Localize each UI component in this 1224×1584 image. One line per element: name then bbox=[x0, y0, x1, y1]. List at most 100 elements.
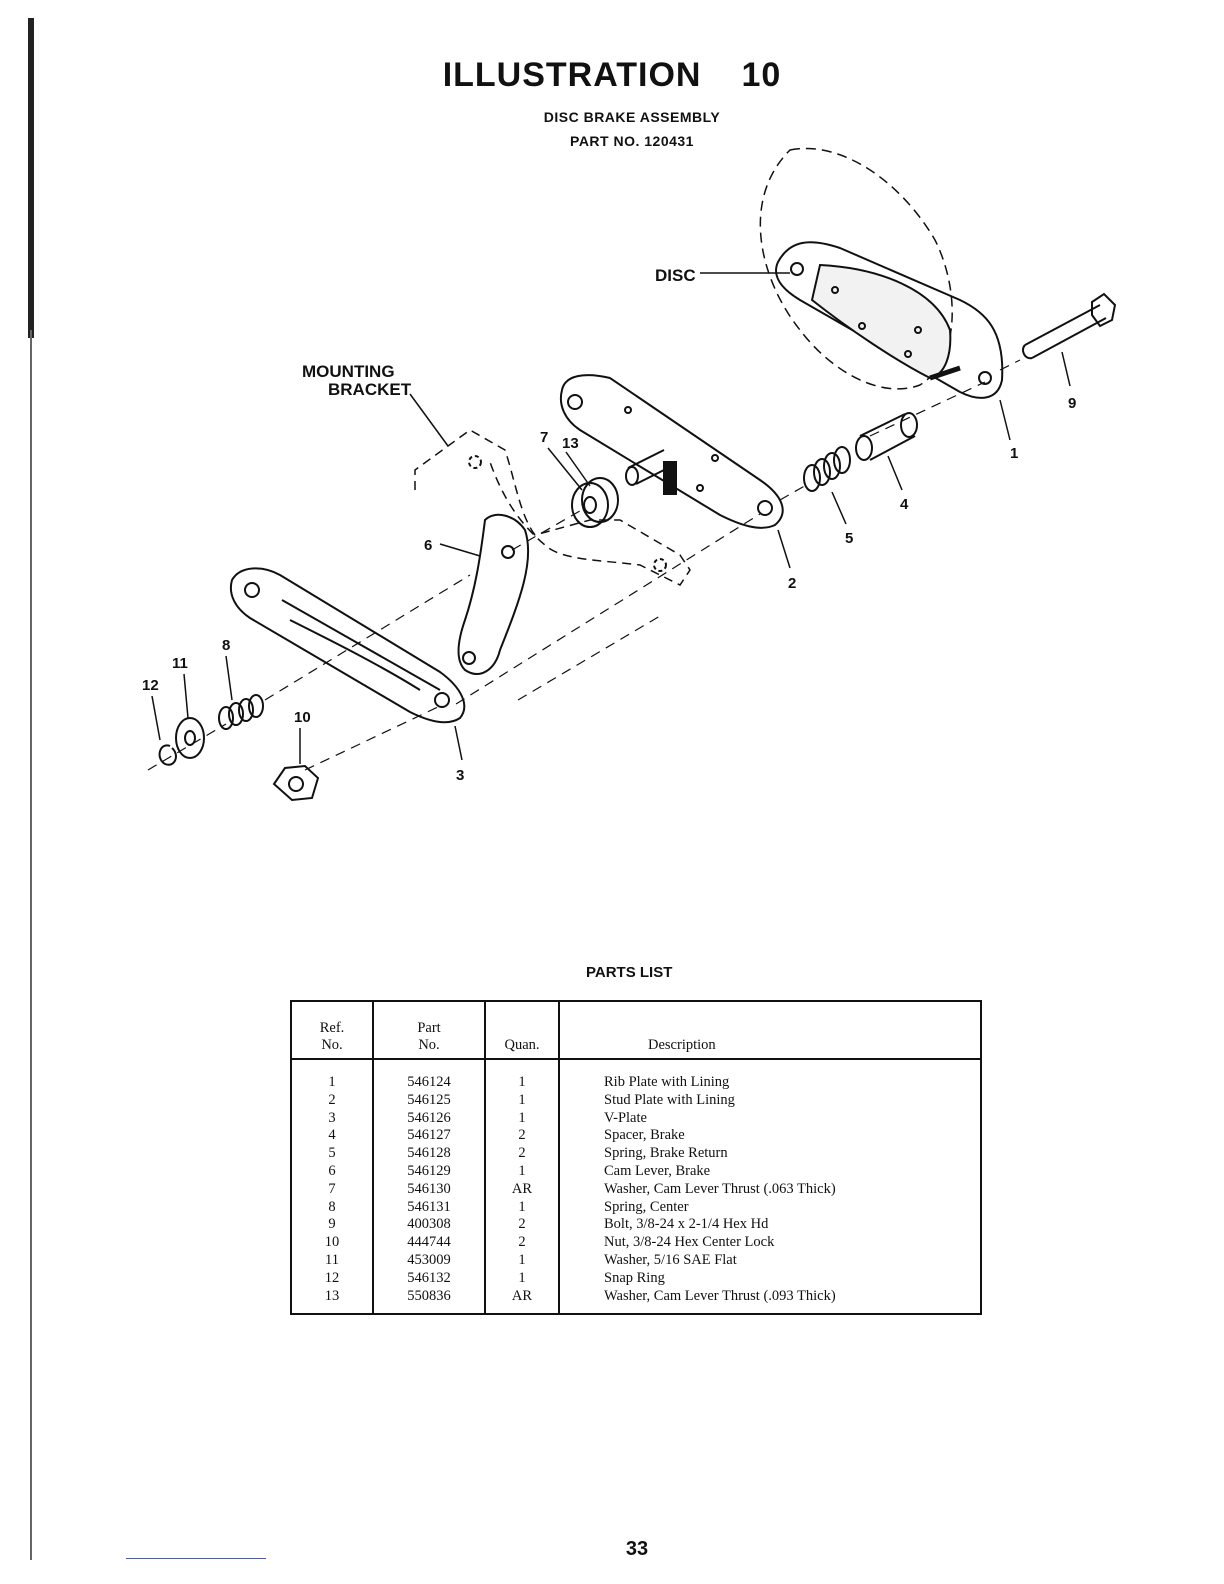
quantity-cell: 2 bbox=[485, 1127, 560, 1146]
col-header-description: Description bbox=[559, 1001, 981, 1060]
part-number-cell: 546132 bbox=[373, 1269, 486, 1288]
ref-cell: 4 bbox=[291, 1127, 374, 1146]
quantity-cell: 1 bbox=[485, 1198, 560, 1217]
description-cell: Cam Lever, Brake bbox=[604, 1162, 711, 1179]
ref-cell: 2 bbox=[291, 1091, 374, 1110]
ref-cell: 10 bbox=[291, 1234, 374, 1252]
callout-9: 9 bbox=[1068, 395, 1076, 412]
footer-rule bbox=[126, 1558, 266, 1559]
return-spring bbox=[803, 446, 851, 492]
rib-plate-lining bbox=[810, 263, 952, 380]
assembly-subtitle: DISC BRAKE ASSEMBLY bbox=[543, 109, 721, 125]
bolt-shank bbox=[1024, 304, 1107, 359]
quantity-cell: 1 bbox=[485, 1269, 560, 1288]
quantity-cell: 1 bbox=[485, 1109, 560, 1128]
quantity-cell: 1 bbox=[485, 1059, 560, 1092]
callout-3: 3 bbox=[456, 767, 464, 784]
callout-6: 6 bbox=[424, 537, 432, 554]
col-header-ref: Ref.No. bbox=[291, 1001, 374, 1060]
snap-ring bbox=[158, 744, 177, 766]
quantity-cell: AR bbox=[485, 1180, 560, 1199]
callout-7: 7 bbox=[540, 429, 548, 446]
description-cell: Stud Plate with Lining bbox=[604, 1091, 735, 1108]
exploded-diagram: DISC MOUNTING BRACKET 1 2 3 4 5 6 7 8 9 … bbox=[142, 147, 1117, 802]
description-cell: Rib Plate with Lining bbox=[604, 1074, 730, 1090]
callout-8: 8 bbox=[222, 637, 230, 654]
col-header-part-line1: Part bbox=[417, 1020, 441, 1036]
ref-cell: 5 bbox=[291, 1145, 374, 1163]
callout-2: 2 bbox=[788, 575, 796, 592]
quantity-cell: 1 bbox=[485, 1091, 560, 1110]
description-cell: Bolt, 3/8-24 x 2-1/4 Hex Hd bbox=[604, 1216, 769, 1233]
quantity-cell: 2 bbox=[485, 1234, 560, 1252]
binding-edge bbox=[28, 18, 34, 338]
ref-cell: 3 bbox=[291, 1109, 374, 1128]
part-number-cell: 546125 bbox=[373, 1091, 486, 1110]
mounting-label-line2: BRACKET bbox=[328, 380, 412, 399]
disc-label: DISC bbox=[655, 266, 696, 285]
ref-cell: 9 bbox=[291, 1216, 374, 1235]
ref-cell: 11 bbox=[291, 1251, 374, 1270]
description-cell: Washer, Cam Lever Thrust (.093 Thick) bbox=[604, 1287, 836, 1304]
part-number-cell: 400308 bbox=[373, 1216, 486, 1235]
description-cell: V-Plate bbox=[604, 1109, 647, 1126]
quantity-cell: AR bbox=[485, 1287, 560, 1315]
col-header-ref-line1: Ref. bbox=[319, 1020, 345, 1036]
ref-cell: 1 bbox=[291, 1059, 374, 1092]
description-cell: Snap Ring bbox=[604, 1269, 665, 1286]
description-cell: Washer, Cam Lever Thrust (.063 Thick) bbox=[604, 1180, 836, 1197]
v-plate-outline bbox=[230, 567, 466, 724]
callout-12: 12 bbox=[142, 677, 159, 694]
cam-lever bbox=[457, 513, 530, 675]
callout-5: 5 bbox=[845, 530, 853, 547]
quantity-cell: 2 bbox=[485, 1216, 560, 1235]
part-number-cell: 444744 bbox=[373, 1234, 486, 1252]
part-number-cell: 546131 bbox=[373, 1198, 486, 1217]
ref-cell: 7 bbox=[291, 1180, 374, 1199]
illustration-title: ILLUSTRATION 10 bbox=[0, 56, 1224, 95]
description-cell: Washer, 5/16 SAE Flat bbox=[604, 1251, 737, 1268]
part-number-cell: 546129 bbox=[373, 1162, 486, 1181]
part-number-cell: 550836 bbox=[373, 1287, 486, 1315]
callout-11: 11 bbox=[172, 655, 188, 672]
ref-cell: 8 bbox=[291, 1198, 374, 1217]
page-number: 33 bbox=[625, 1538, 649, 1560]
part-number-cell: 546126 bbox=[373, 1109, 486, 1128]
ref-cell: 6 bbox=[291, 1162, 374, 1181]
callout-1: 1 bbox=[1010, 445, 1018, 462]
description-cell: Spring, Brake Return bbox=[604, 1145, 728, 1162]
callout-10: 10 bbox=[294, 709, 311, 726]
center-spring bbox=[218, 694, 264, 730]
quantity-cell: 1 bbox=[485, 1251, 560, 1270]
thrust-washer bbox=[571, 482, 609, 528]
title-text: ILLUSTRATION bbox=[442, 56, 702, 94]
title-number: 10 bbox=[741, 56, 782, 94]
ref-cell: 13 bbox=[291, 1287, 374, 1315]
description-cell: Nut, 3/8-24 Hex Center Lock bbox=[604, 1234, 775, 1251]
quantity-cell: 1 bbox=[485, 1162, 560, 1181]
mounting-bracket bbox=[414, 429, 691, 586]
bolt-head bbox=[1091, 292, 1117, 328]
quantity-cell: 2 bbox=[485, 1145, 560, 1163]
col-header-quan: Quan. bbox=[485, 1001, 560, 1060]
part-number-cell: 546127 bbox=[373, 1127, 486, 1146]
rib-plate-outline bbox=[775, 241, 1004, 399]
disc-outline bbox=[759, 147, 953, 390]
callout-4: 4 bbox=[900, 496, 909, 513]
mounting-label-line1: MOUNTING bbox=[302, 362, 395, 381]
